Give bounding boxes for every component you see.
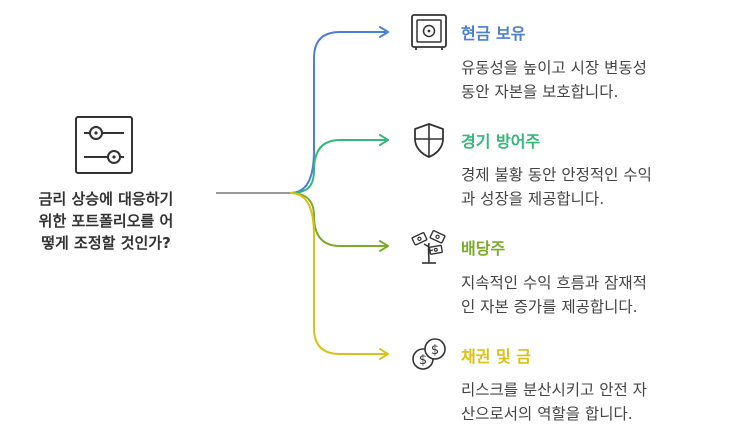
arrow-cash-icon <box>379 26 389 38</box>
connector-defensive <box>289 139 388 194</box>
money-plant-icon <box>410 227 448 265</box>
desc-line: 인 자본 증가를 제공합니다. <box>461 298 638 316</box>
branch-desc-cash: 유동성을 높이고 시장 변동성 동안 자본을 보호합니다. <box>461 56 736 104</box>
desc-line: 동안 자본을 보호합니다. <box>461 83 619 101</box>
arrow-defensive-icon <box>379 134 389 146</box>
question-line: 금리 상승에 대응하기 <box>38 190 174 208</box>
desc-line: 과 성장을 제공합니다. <box>461 190 605 208</box>
branch-title-defensive: 경기 방어주 <box>461 132 541 151</box>
svg-text:$: $ <box>431 343 439 358</box>
branch-title-dividend: 배당주 <box>461 239 506 258</box>
branch-title-cash: 현금 보유 <box>461 24 526 43</box>
branch-desc-defensive: 경제 불황 동안 안정적인 수익 과 성장을 제공합니다. <box>461 163 736 211</box>
connector-bonds <box>289 192 388 355</box>
svg-text:$: $ <box>419 353 427 368</box>
arrow-dividend-icon <box>379 240 389 252</box>
shield-icon <box>410 121 448 159</box>
sliders-icon <box>74 115 134 175</box>
desc-line: 산으로서의 역할을 합니다. <box>461 405 633 423</box>
connector-dividend <box>289 192 388 247</box>
branch-title-bonds: 채권 및 금 <box>461 347 532 366</box>
desc-line: 경제 불황 동안 안정적인 수익 <box>461 166 652 184</box>
branch-desc-dividend: 지속적인 수익 흐름과 잠재적 인 자본 증가를 제공합니다. <box>461 271 736 319</box>
desc-line: 지속적인 수익 흐름과 잠재적 <box>461 274 647 292</box>
connector-cash <box>289 31 388 194</box>
coins-icon: $ $ <box>410 336 448 374</box>
question-line: 위한 포트폴리오를 어 <box>38 212 174 230</box>
central-question: 금리 상승에 대응하기 위한 포트폴리오를 어 떻게 조정할 것인가? <box>0 188 212 254</box>
arrow-bonds-icon <box>379 348 389 360</box>
branch-desc-bonds: 리스크를 분산시키고 안전 자 산으로서의 역할을 합니다. <box>461 378 736 426</box>
desc-line: 리스크를 분산시키고 안전 자 <box>461 381 647 399</box>
safe-icon <box>410 13 448 51</box>
desc-line: 유동성을 높이고 시장 변동성 <box>461 59 647 77</box>
question-line: 떻게 조정할 것인가? <box>41 234 171 252</box>
